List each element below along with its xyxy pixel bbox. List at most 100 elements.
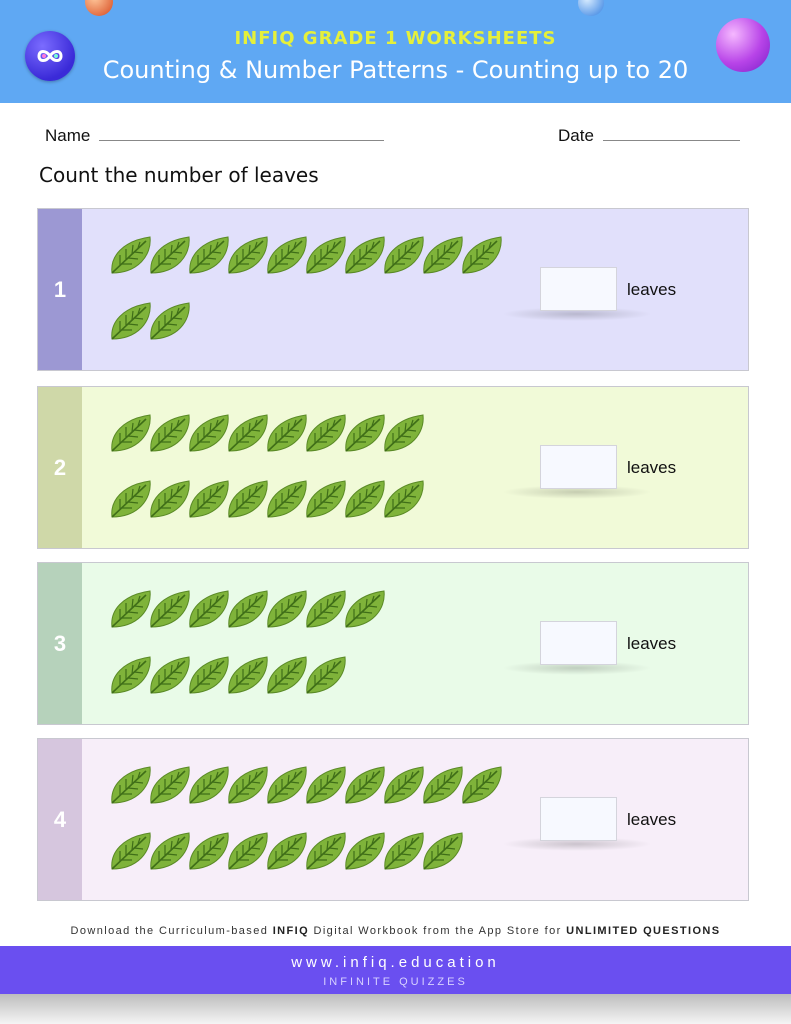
question-number: 2 (53, 454, 67, 480)
leaf-icon (342, 477, 385, 521)
leaf-icon (303, 411, 346, 455)
leaf-icon (303, 763, 346, 807)
leaf-icon (186, 587, 229, 631)
leaf-icon (381, 411, 424, 455)
infiq-logo-icon (25, 31, 75, 81)
question-number-strip (38, 739, 82, 900)
question-number: 3 (53, 630, 67, 656)
question-row: 1 leaves (37, 208, 749, 371)
question-row: 3 leaves (37, 562, 749, 725)
leaf-icon (225, 829, 268, 873)
leaf-icon (264, 829, 307, 873)
name-field[interactable] (99, 140, 384, 141)
promo-part2: Digital Workbook from the App Store for (309, 925, 567, 937)
answer-box[interactable] (540, 445, 617, 489)
leaf-icon (147, 411, 190, 455)
promo-part1: Download the Curriculum-based (70, 925, 273, 937)
unit-label: leaves (627, 280, 677, 299)
leaf-icon (108, 763, 151, 807)
unit-label: leaves (627, 634, 677, 653)
leaf-row (108, 477, 424, 521)
question-number-strip (38, 387, 82, 548)
leaf-icon (147, 233, 190, 277)
leaf-icon (381, 233, 424, 277)
leaf-icon (342, 763, 385, 807)
leaf-icon (147, 829, 190, 873)
footer-banner: www.infiq.education INFINITE QUIZZES (0, 946, 791, 994)
question-row: 4 leaves (37, 738, 749, 901)
leaf-icon (264, 233, 307, 277)
leaf-icon (264, 411, 307, 455)
leaf-icon (381, 477, 424, 521)
footer-url[interactable]: www.infiq.education (291, 954, 500, 971)
leaf-icon (420, 763, 463, 807)
name-label: Name (45, 126, 91, 145)
leaf-icon (264, 587, 307, 631)
leaf-icon (420, 829, 463, 873)
leaf-icon (147, 653, 190, 697)
leaf-row (108, 233, 502, 277)
leaf-icon (342, 411, 385, 455)
leaf-row (108, 829, 463, 873)
leaf-icon (108, 233, 151, 277)
date-field[interactable] (603, 140, 740, 141)
question-number: 1 (53, 276, 67, 302)
leaf-icon (108, 587, 151, 631)
decorative-ball (578, 0, 604, 16)
leaf-row (108, 299, 190, 343)
leaf-icon (342, 587, 385, 631)
leaf-icon (108, 411, 151, 455)
leaf-row (108, 411, 424, 455)
instruction-text: Count the number of leaves (39, 163, 319, 187)
leaf-icon (225, 233, 268, 277)
answer-box[interactable] (540, 621, 617, 665)
decorative-ball (716, 18, 770, 72)
leaf-icon (264, 477, 307, 521)
leaf-icon (225, 587, 268, 631)
leaf-icon (108, 653, 151, 697)
leaf-icon (342, 829, 385, 873)
leaf-icon (342, 233, 385, 277)
decorative-ball (85, 0, 113, 16)
leaf-icon (225, 411, 268, 455)
leaf-icon (303, 653, 346, 697)
leaf-icon (303, 587, 346, 631)
answer-box[interactable] (540, 797, 617, 841)
date-label: Date (558, 126, 594, 145)
leaf-row (108, 653, 346, 697)
leaf-icon (186, 653, 229, 697)
leaf-icon (108, 829, 151, 873)
worksheet-title: Counting & Number Patterns - Counting up… (102, 56, 689, 84)
leaf-icon (381, 829, 424, 873)
leaf-icon (225, 763, 268, 807)
leaf-icon (381, 763, 424, 807)
leaf-icon (186, 477, 229, 521)
question-number-strip (38, 209, 82, 370)
leaf-icon (186, 411, 229, 455)
leaf-icon (303, 233, 346, 277)
leaf-row (108, 587, 385, 631)
leaf-icon (459, 763, 502, 807)
leaf-icon (147, 587, 190, 631)
leaf-icon (186, 763, 229, 807)
promo-text: Download the Curriculum-based INFIQ Digi… (0, 925, 791, 937)
leaf-icon (420, 233, 463, 277)
question-number: 4 (53, 806, 67, 832)
brand-title: INFIQ GRADE 1 WORKSHEETS (234, 28, 557, 49)
leaf-icon (264, 763, 307, 807)
unit-label: leaves (627, 810, 677, 829)
leaf-icon (147, 763, 190, 807)
promo-emphasis: UNLIMITED QUESTIONS (566, 925, 721, 937)
answer-box[interactable] (540, 267, 617, 311)
footer-tagline: INFINITE QUIZZES (323, 976, 468, 988)
page-bottom-shade (0, 994, 791, 1024)
leaf-icon (108, 477, 151, 521)
question-row: 2 leaves (37, 386, 749, 549)
leaf-icon (186, 829, 229, 873)
leaf-icon (186, 233, 229, 277)
leaf-icon (147, 299, 190, 343)
promo-brand: INFIQ (272, 925, 310, 937)
question-number-strip (38, 563, 82, 724)
leaf-icon (264, 653, 307, 697)
unit-label: leaves (627, 458, 677, 477)
